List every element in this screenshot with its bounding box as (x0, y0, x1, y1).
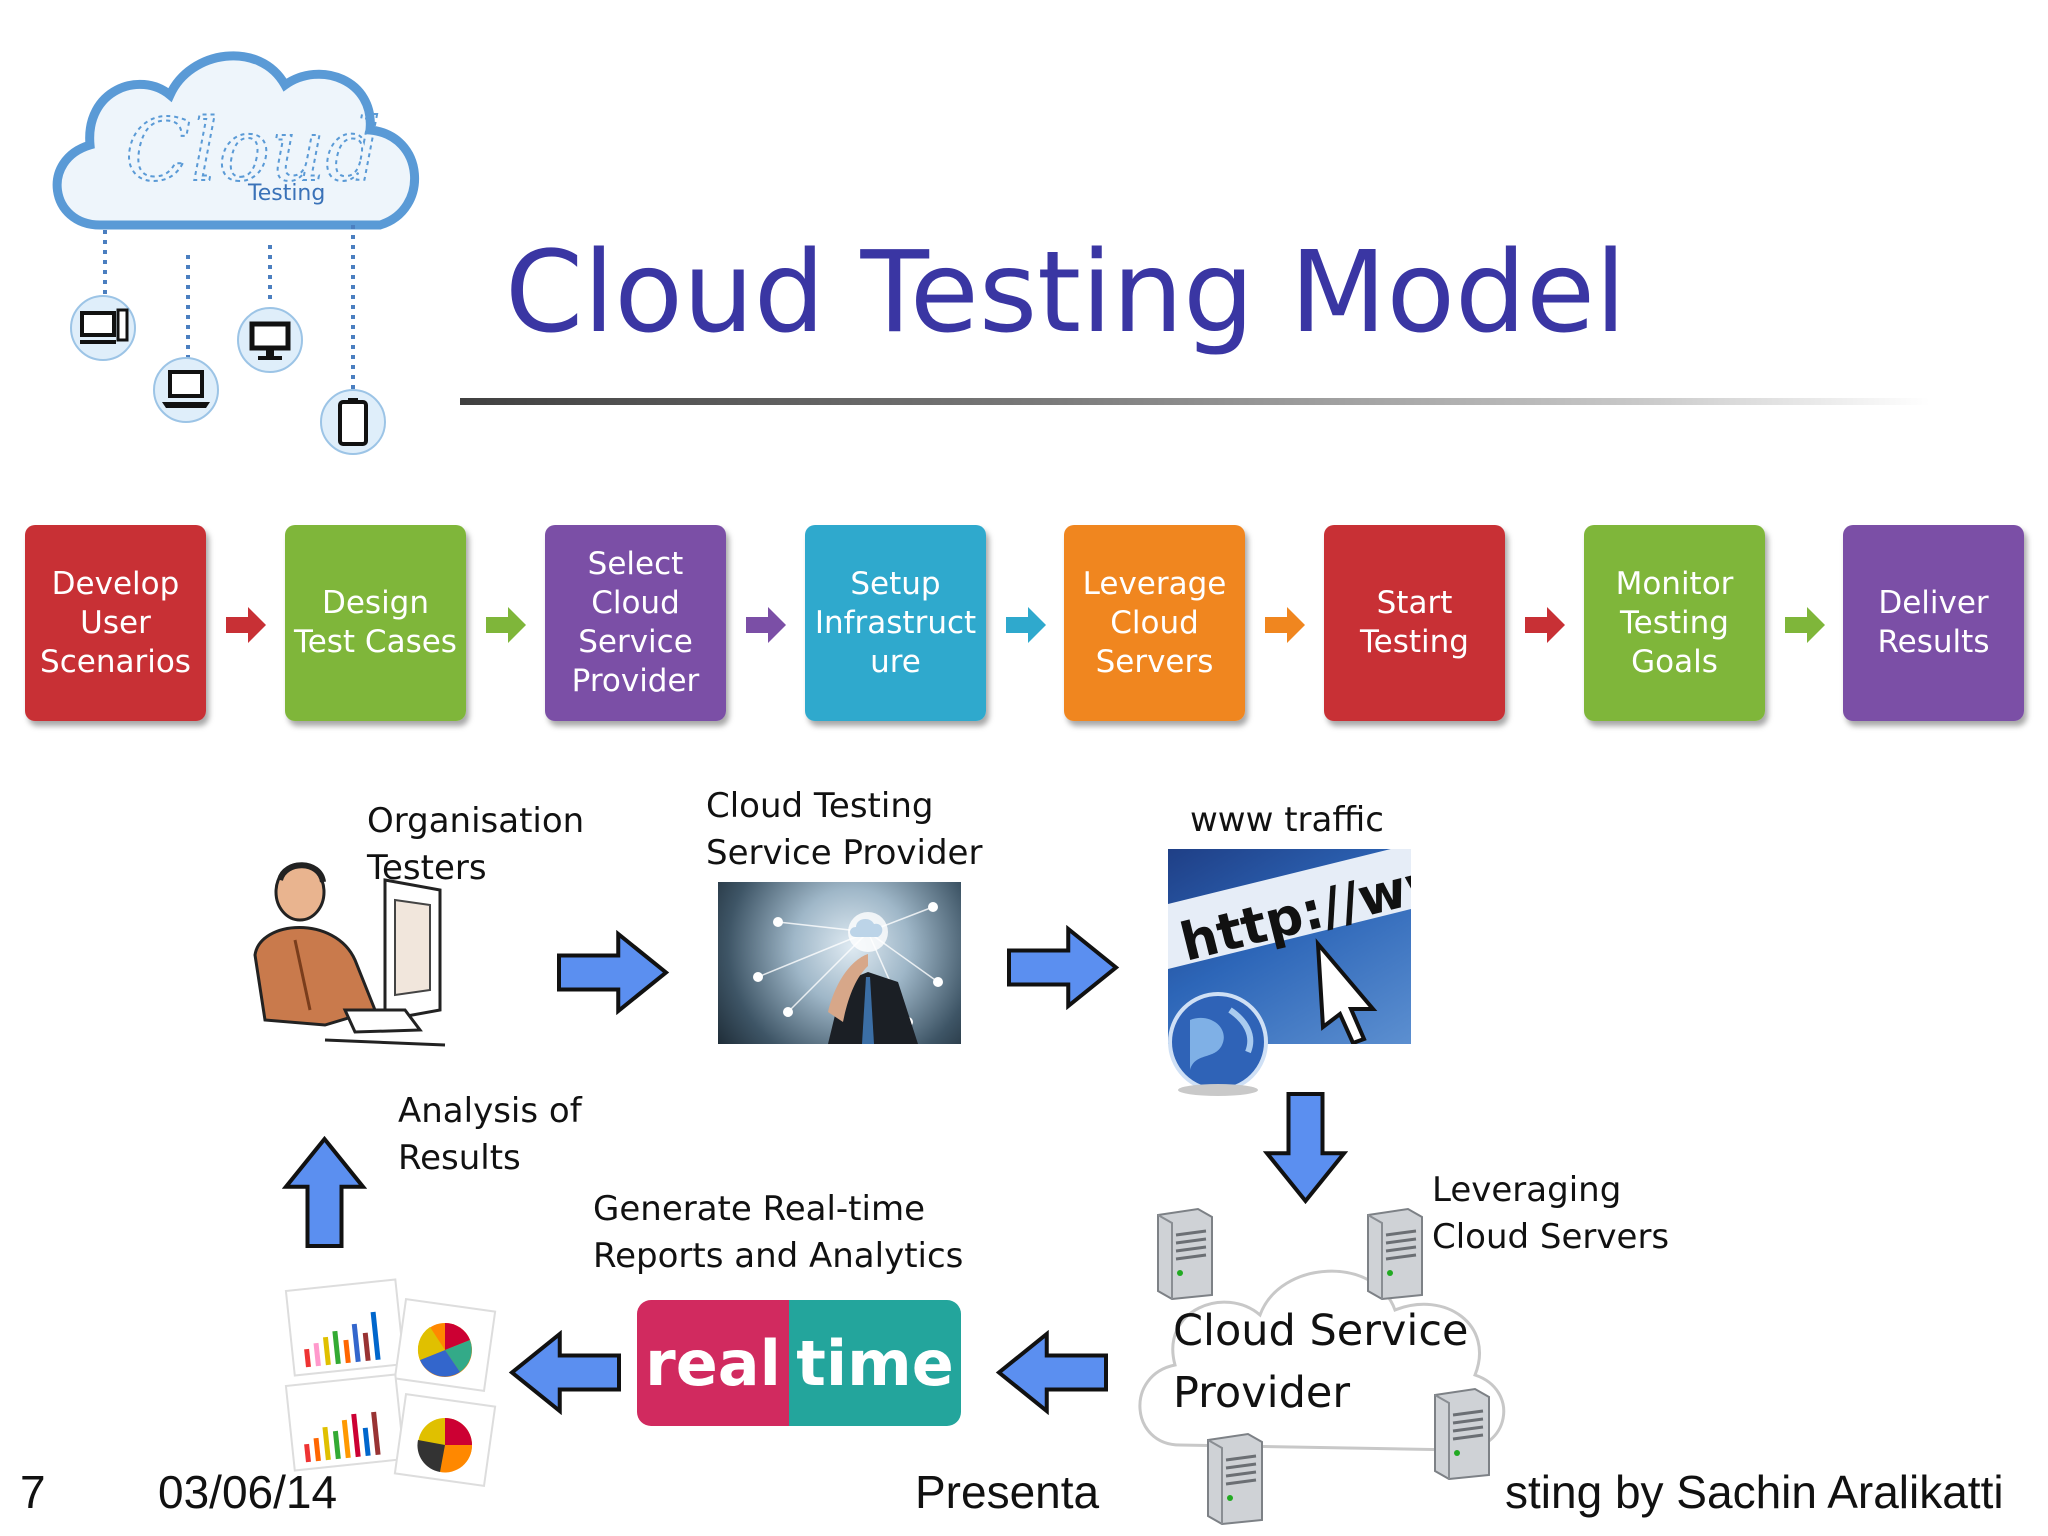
cloud-testing-provider-label: Cloud Testing Service Provider (706, 786, 983, 873)
process-step-5: Leverage Cloud Servers (1064, 525, 1245, 721)
cloud-service-provider-cloud (1138, 1269, 1506, 1452)
slide-date: 03/06/14 (158, 1466, 338, 1518)
process-step-2: Design Test Cases (285, 525, 466, 721)
process-arrow-icon (1006, 607, 1046, 643)
process-arrow-icon (1525, 607, 1565, 643)
arrow-up-icon (282, 1135, 367, 1248)
arrow-right-icon (557, 930, 670, 1015)
logo-script-text: Cloud (125, 101, 381, 201)
device-laptop-icon (153, 357, 219, 423)
process-step-label: Monitor Testing Goals (1615, 565, 1734, 680)
server-icon (1157, 1207, 1213, 1300)
server-icon (1367, 1207, 1423, 1300)
process-step-8: Deliver Results (1843, 525, 2024, 721)
server-icon (1207, 1432, 1263, 1525)
generate-reports-label: Generate Real-time Reports and Analytics (593, 1189, 964, 1276)
process-step-4: Setup Infrastruct ure (805, 525, 986, 721)
process-step-label: Deliver Results (1877, 585, 1990, 660)
process-step-7: Monitor Testing Goals (1584, 525, 1765, 721)
analysis-results-label: Analysis of Results (398, 1091, 582, 1178)
page-title: Cloud Testing Model (505, 228, 1627, 358)
process-arrow-icon (1265, 607, 1305, 643)
tester-at-computer-icon (253, 862, 446, 1047)
organisation-testers-label: Organisation Testers (367, 801, 585, 888)
leveraging-servers-label: Leveraging Cloud Servers (1432, 1170, 1670, 1257)
www-traffic-label: www traffic (1190, 800, 1384, 840)
server-icon (1434, 1387, 1490, 1480)
process-step-1: Develop User Scenarios (25, 525, 206, 721)
analytics-reports-icon (284, 1278, 497, 1488)
process-step-label: Setup Infrastruct ure (814, 565, 977, 680)
process-arrow-icon (226, 607, 266, 643)
arrow-right-icon (1007, 925, 1120, 1010)
process-arrow-icon (486, 607, 526, 643)
browser-url-text: http://www (1175, 849, 1411, 974)
slide-number: 7 (20, 1466, 46, 1518)
process-step-label: Design Test Cases (294, 585, 457, 660)
realtime-left-text: real (637, 1300, 789, 1426)
process-step-label: Leverage Cloud Servers (1082, 565, 1227, 680)
presenter-left-text: Presenta (915, 1466, 1100, 1518)
process-step-label: Start Testing (1360, 585, 1469, 660)
process-step-label: Select Cloud Service Provider (571, 546, 700, 699)
realtime-right-text: time (789, 1300, 961, 1426)
realtime-logo: real time (637, 1300, 961, 1426)
process-arrow-icon (746, 607, 786, 643)
arrow-left-icon (995, 1330, 1108, 1415)
cloud-provider-photo (718, 882, 961, 1044)
cloud-testing-logo: Cloud Testing (52, 51, 419, 455)
process-step-label: Develop User Scenarios (40, 565, 191, 680)
device-monitor-icon (237, 307, 303, 373)
process-arrow-icon (1785, 607, 1825, 643)
globe-icon (1168, 992, 1268, 1096)
arrow-left-icon (508, 1330, 621, 1415)
presenter-right-text: sting by Sachin Aralikatti (1505, 1466, 2004, 1518)
cloud-service-provider-label: Cloud Service Provider (1173, 1306, 1469, 1418)
arrow-down-icon (1263, 1092, 1348, 1205)
logo-sub-text: Testing (247, 181, 325, 206)
device-desktop-icon (70, 295, 136, 361)
process-step-6: Start Testing (1324, 525, 1505, 721)
device-phone-icon (320, 389, 386, 455)
process-step-3: Select Cloud Service Provider (545, 525, 726, 721)
title-divider (460, 398, 1930, 405)
